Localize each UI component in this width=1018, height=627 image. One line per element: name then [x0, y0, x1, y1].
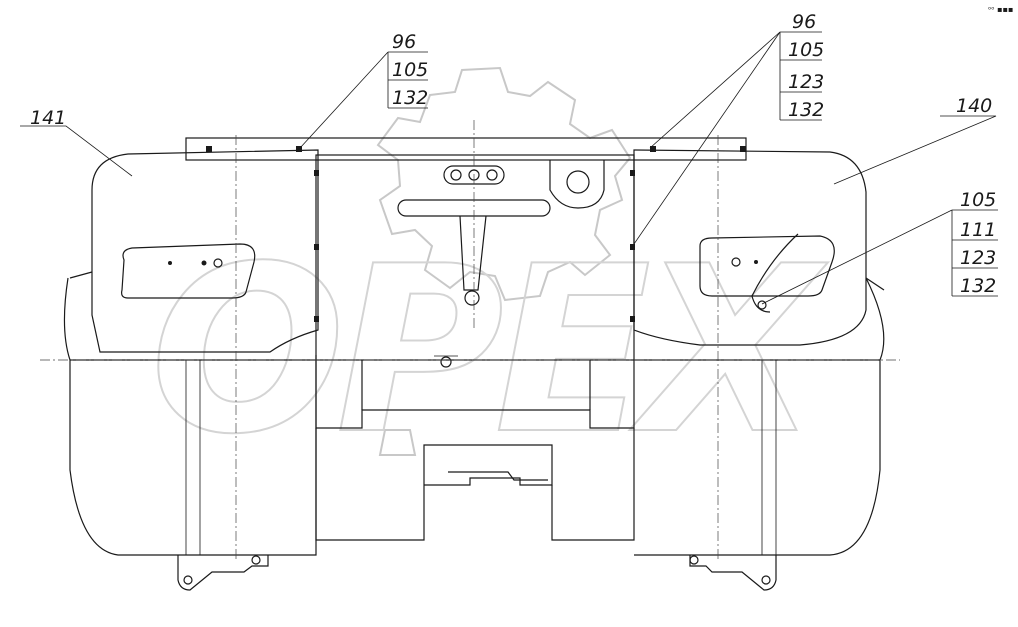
tank-assembly	[40, 120, 900, 591]
callout-label: 141	[30, 107, 66, 129]
callout-leaders	[20, 31, 998, 305]
callout-label: 105	[788, 39, 824, 61]
callout-label: 132	[392, 87, 428, 109]
left-tank-window	[121, 243, 256, 299]
watermark-gear	[376, 66, 632, 456]
callout-label: 123	[960, 247, 996, 269]
right-tank-body	[633, 149, 867, 346]
callout-label: 140	[956, 95, 992, 117]
corner-mark: ᵒᵒ ▪▪▪	[988, 5, 1013, 14]
callout-label: 123	[788, 71, 824, 93]
callout-label: 111	[960, 219, 996, 241]
callout-140: 140	[956, 95, 992, 117]
right-tank-window	[699, 235, 835, 297]
callout-96-105-132-left: 96 105 132	[392, 31, 428, 109]
callout-96-105-123-132-right: 96 105 123 132	[788, 11, 824, 121]
callout-label: 96	[392, 31, 416, 53]
callout-141: 141	[30, 107, 66, 129]
callout-label: 105	[960, 189, 996, 211]
callout-label: 132	[788, 99, 824, 121]
callout-105-111-123-132: 105 111 123 132	[960, 189, 996, 297]
top-rail	[185, 137, 747, 161]
callout-label: 96	[792, 11, 816, 33]
left-tank-body	[91, 149, 319, 353]
callout-label: 132	[960, 275, 996, 297]
callout-label: 105	[392, 59, 428, 81]
